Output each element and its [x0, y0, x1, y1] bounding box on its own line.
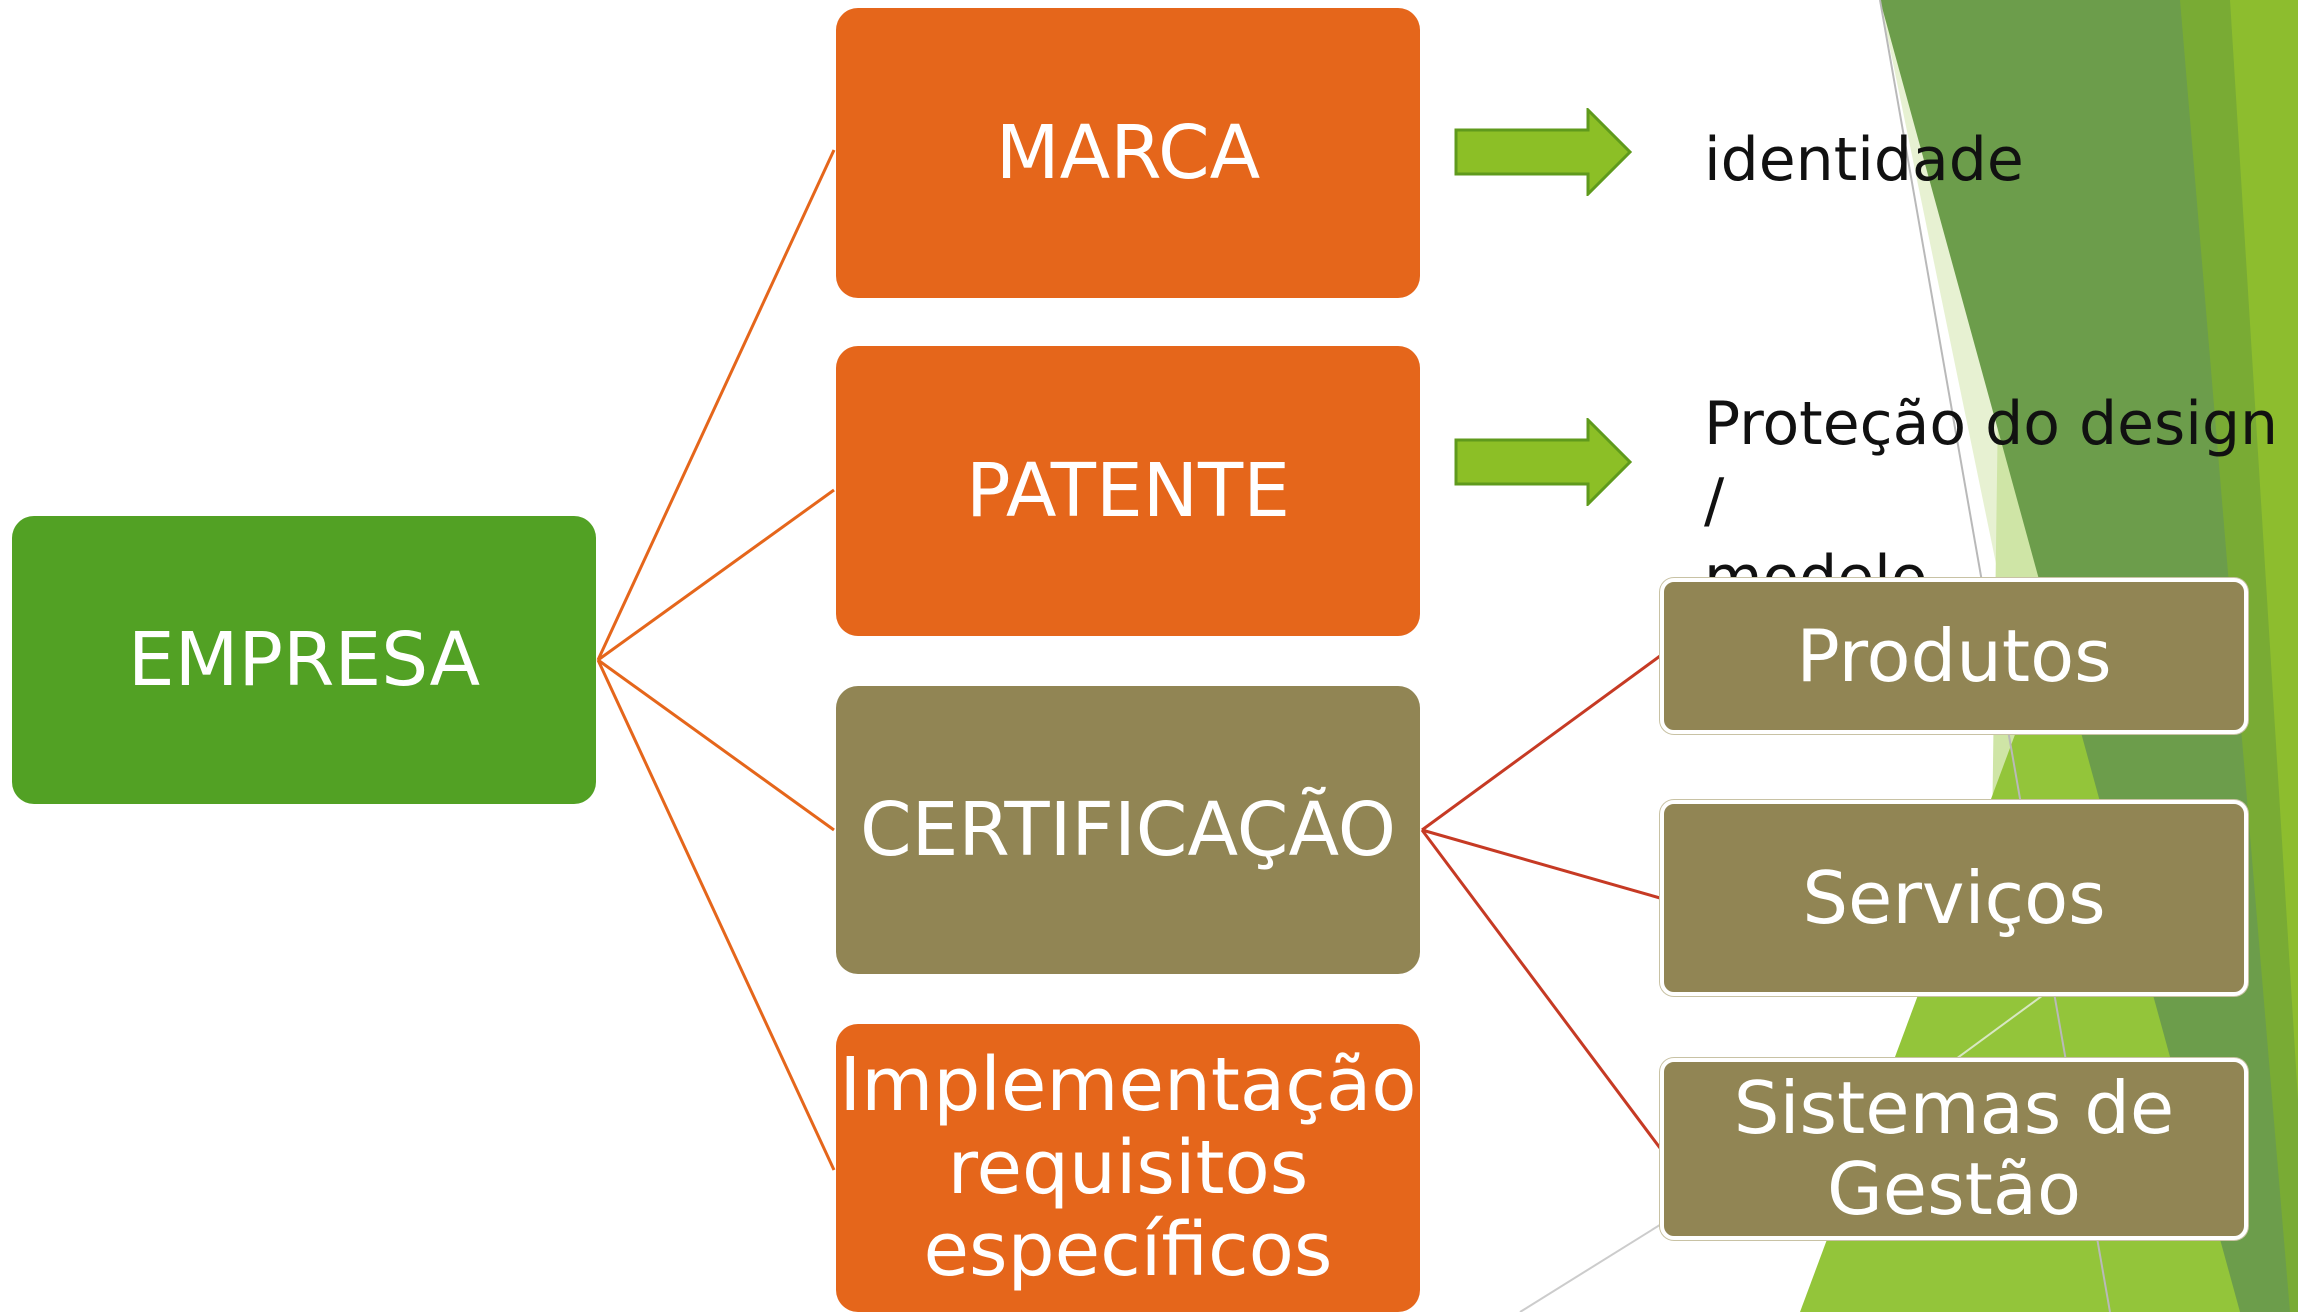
node-servicos-label: Serviços — [1802, 855, 2106, 940]
node-implementacao-label: Implementação requisitos específicos — [839, 1041, 1417, 1294]
node-patente: PATENTE — [836, 346, 1420, 636]
connector-cert-servicos — [1421, 828, 1661, 900]
node-implementacao: Implementação requisitos específicos — [836, 1024, 1420, 1312]
node-sistemas-label: Sistemas de Gestão — [1733, 1066, 2175, 1231]
arrow-patente-icon — [1454, 418, 1633, 506]
connector-root-certificacao — [597, 658, 835, 832]
arrow-marca-icon — [1454, 108, 1633, 196]
node-empresa: EMPRESA — [12, 516, 596, 804]
node-empresa-label: EMPRESA — [127, 616, 481, 703]
node-produtos: Produtos — [1660, 578, 2248, 734]
node-certificacao: CERTIFICAÇÃO — [836, 686, 1420, 974]
connector-cert-sistemas — [1420, 829, 1662, 1149]
node-servicos: Serviços — [1660, 800, 2248, 996]
connector-root-marca — [596, 149, 836, 661]
connector-root-patente — [597, 488, 835, 662]
root-connectors — [596, 149, 836, 1171]
node-patente-label: PATENTE — [965, 447, 1291, 534]
node-marca-label: MARCA — [995, 109, 1261, 196]
node-certificacao-label: CERTIFICAÇÃO — [859, 786, 1397, 873]
node-marca: MARCA — [836, 8, 1420, 298]
node-sistemas: Sistemas de Gestão — [1660, 1058, 2248, 1240]
bg-lime-facet — [2230, 0, 2298, 1100]
note-marca: identidade — [1704, 125, 2024, 195]
connector-root-implementacao — [596, 659, 836, 1171]
node-produtos-label: Produtos — [1796, 613, 2112, 698]
connector-cert-produtos — [1421, 654, 1661, 832]
certificacao-connectors — [1420, 654, 1662, 1149]
